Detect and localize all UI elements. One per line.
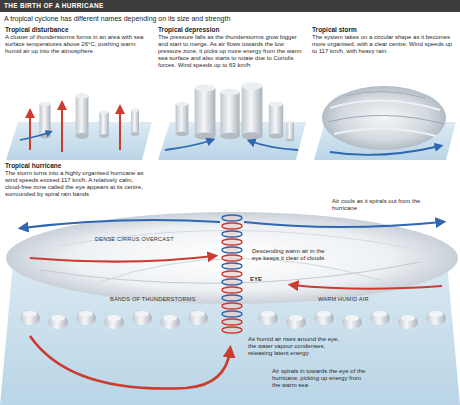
storm-panel-part xyxy=(330,100,440,110)
hurricane-figure-part xyxy=(48,315,68,329)
depression-panel xyxy=(158,82,306,160)
stage-heading: Tropical storm xyxy=(312,26,455,34)
hurricane-figure-part xyxy=(76,311,96,325)
stage-description: The storm turns into a highly organised … xyxy=(5,170,145,198)
disturbance-panel-part xyxy=(61,104,63,152)
hurricane-figure-part xyxy=(22,220,220,228)
depression-panel-part xyxy=(176,102,189,137)
storm-panel xyxy=(314,86,456,160)
stage-heading: Tropical disturbance xyxy=(5,26,151,34)
stage-description: A cluster of thunderstorms forms in an a… xyxy=(5,34,151,55)
hurricane-figure-part-part xyxy=(222,215,242,221)
hurricane-figure-part-part xyxy=(222,255,242,261)
hurricane-figure-part-part xyxy=(222,271,242,277)
callout-note: As humid air rises around the eye, the w… xyxy=(248,336,340,357)
hurricane-figure-part xyxy=(188,311,208,325)
hurricane-figure-part-part xyxy=(222,231,242,237)
depression-panel-part xyxy=(269,102,283,139)
disturbance-panel-part xyxy=(131,108,139,136)
disturbance-panel-part xyxy=(119,108,121,150)
header-bar xyxy=(0,0,460,12)
depression-panel-part xyxy=(165,140,212,150)
stage-panel: Tropical hurricaneThe storm turns into a… xyxy=(5,162,145,198)
hurricane-figure-part-part xyxy=(222,311,242,317)
stage-description: The pressure falls as the thunderstorms … xyxy=(158,34,308,69)
hurricane-figure-part xyxy=(286,315,306,329)
stage-panel: Tropical depressionThe pressure falls as… xyxy=(158,26,308,69)
hurricane-figure-part-part xyxy=(222,327,242,333)
stage-description: The system takes on a circular shape as … xyxy=(312,34,455,55)
stage-panel: Tropical disturbanceA cluster of thunder… xyxy=(5,26,151,55)
hurricane-figure-part xyxy=(370,311,390,325)
hurricane-figure-part-part xyxy=(222,295,242,301)
region-label: BANDS OF THUNDERSTORMS xyxy=(110,296,196,303)
hurricane-figure-part xyxy=(226,214,238,334)
hurricane-figure-part xyxy=(104,315,124,329)
hurricane-figure-part xyxy=(292,285,442,289)
disturbance-panel-part xyxy=(29,112,31,150)
stage-panel: Tropical stormThe system takes on a circ… xyxy=(312,26,455,55)
storm-panel-part xyxy=(345,91,425,98)
hurricane-figure-part-part xyxy=(222,287,242,293)
hurricane-figure-part xyxy=(132,311,152,325)
diagram-title: THE BIRTH OF A HURRICANE xyxy=(4,2,104,10)
callout-note: Descending warm air in the eye keeps it … xyxy=(252,248,326,262)
storm-panel-part xyxy=(330,146,440,155)
storm-panel-part xyxy=(334,128,436,136)
depression-panel-part xyxy=(195,84,216,139)
stage-heading: Tropical depression xyxy=(158,26,308,34)
disturbance-panel-part xyxy=(20,132,50,140)
hurricane-figure-part xyxy=(426,311,446,325)
hurricane-figure-part xyxy=(30,336,230,389)
callout-note: Air spirals in towards the eye of the hu… xyxy=(272,368,368,389)
depression-panel-part xyxy=(220,89,239,140)
hurricane-figure-part-part xyxy=(222,319,242,325)
eye-label: EYE xyxy=(250,276,262,283)
storm-panel-part xyxy=(322,86,446,150)
hurricane-figure-part xyxy=(258,311,278,325)
depression-panel-part xyxy=(242,82,263,140)
disturbance-panel-part xyxy=(99,110,109,138)
hurricane-figure xyxy=(0,212,460,405)
hurricane-figure-part-part xyxy=(222,239,242,245)
hurricane-figure-part xyxy=(314,311,334,325)
hurricane-figure-part xyxy=(342,315,362,329)
callout-note: Air cools as it spirals out from the hur… xyxy=(332,198,427,212)
hurricane-figure-part xyxy=(222,215,242,333)
storm-panel-part xyxy=(328,115,444,124)
hurricane-figure-part xyxy=(20,311,40,325)
depression-panel-part xyxy=(250,141,298,150)
hurricane-figure-part-part xyxy=(222,247,242,253)
hurricane-figure-part xyxy=(244,222,442,227)
hurricane-figure-part-part xyxy=(222,279,242,285)
stage-heading: Tropical hurricane xyxy=(5,162,145,170)
disturbance-panel xyxy=(6,93,152,160)
hurricane-figure-part xyxy=(160,315,180,329)
hurricane-figure-part-part xyxy=(222,223,242,229)
hurricane-figure-part-part xyxy=(222,303,242,309)
hurricane-figure-part xyxy=(30,256,214,262)
disturbance-panel-part xyxy=(76,93,89,139)
hurricane-figure-part-part xyxy=(222,263,242,269)
region-label: DENSE CIRRUS OVERCAST xyxy=(95,236,174,243)
depression-panel-part xyxy=(286,121,294,142)
diagram-subtitle: A tropical cyclone has different names d… xyxy=(4,14,230,23)
region-label: WARM HUMID AIR xyxy=(318,296,369,303)
hurricane-figure-part xyxy=(398,315,418,329)
